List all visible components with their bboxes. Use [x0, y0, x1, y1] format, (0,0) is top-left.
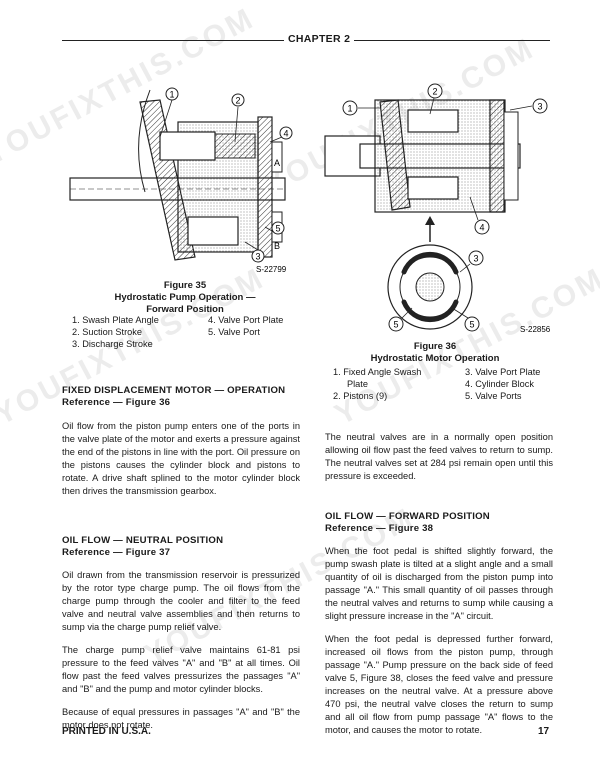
section-reference: Reference — Figure 38: [325, 523, 434, 534]
fig35-code: S-22799: [256, 265, 287, 274]
paragraph: When the foot pedal is shifted slightly …: [325, 546, 553, 621]
paragraph: Oil drawn from the transmission reservoi…: [62, 570, 300, 632]
chapter-title: CHAPTER 2: [284, 33, 355, 45]
section-heading: OIL FLOW — NEUTRAL POSITION: [62, 535, 224, 546]
fig35-callout-4: 4: [283, 129, 288, 139]
fig36-callout-5b: 5: [469, 320, 474, 330]
page-number: 17: [538, 726, 550, 737]
fig36-callout-5a: 5: [393, 320, 398, 330]
fig35-callout-1: 1: [169, 90, 174, 100]
paragraph: When the foot pedal is depressed further…: [325, 634, 553, 735]
paragraph: Because of equal pressures in passages "…: [62, 707, 300, 730]
figure-35-subtitle2: Forward Position: [146, 304, 224, 315]
figure-35-caption: Figure 35 Hydrostatic Pump Operation — F…: [80, 280, 290, 316]
section-motor-operation: FIXED DISPLACEMENT MOTOR — OPERATION Ref…: [62, 385, 300, 498]
figure-36-subtitle: Hydrostatic Motor Operation: [370, 353, 500, 364]
parts-item: Plate: [347, 379, 368, 389]
paragraph: The charge pump relief valve maintains 6…: [62, 645, 300, 694]
fig35-port-b: B: [274, 241, 280, 251]
fig35-callout-3: 3: [255, 252, 260, 262]
parts-item: 1. Swash Plate Angle: [72, 315, 159, 325]
fig36-code: S-22856: [520, 325, 551, 334]
fig36-callout-1: 1: [347, 104, 352, 114]
footer-printed: PRINTED IN U.S.A.: [62, 726, 151, 737]
parts-item: 2. Suction Stroke: [72, 327, 142, 337]
section-reference: Reference — Figure 37: [62, 547, 171, 558]
parts-item: 4. Cylinder Block: [465, 379, 534, 389]
fig35-callout-2: 2: [235, 96, 240, 106]
fig35-callout-5: 5: [275, 224, 280, 234]
parts-item: 5. Valve Ports: [465, 391, 522, 401]
parts-item: 5. Valve Port: [208, 327, 260, 337]
figure-36-title: Figure 36: [413, 341, 457, 352]
paragraph: The neutral valves are in a normally ope…: [325, 432, 553, 481]
figure-35-illustration: 1 2 4 A 5 B 3 S-22799: [60, 82, 310, 277]
section-neutral-position: OIL FLOW — NEUTRAL POSITION Reference — …: [62, 535, 300, 732]
parts-item: 4. Valve Port Plate: [208, 315, 284, 325]
fig35-port-a: A: [274, 158, 280, 168]
pump-diagram: 1 2 4 A 5 B 3 S-22799: [69, 87, 293, 274]
fig36-callout-3b: 3: [473, 254, 478, 264]
header-rule-left: [62, 40, 284, 41]
section-neutral-valves: The neutral valves are in a normally ope…: [325, 431, 553, 483]
figure-35-subtitle: Hydrostatic Pump Operation —: [114, 292, 256, 303]
figure-35-title: Figure 35: [163, 280, 207, 291]
motor-diagram: 1 2 3 4 3 5 5 S-22856: [324, 83, 551, 334]
fig36-callout-3: 3: [537, 102, 542, 112]
section-heading: OIL FLOW — FORWARD POSITION: [325, 511, 490, 522]
section-heading: FIXED DISPLACEMENT MOTOR — OPERATION: [62, 385, 286, 396]
parts-item: 2. Pistons (9): [333, 391, 388, 401]
paragraph: Oil flow from the piston pump enters one…: [62, 421, 300, 496]
figure-36-caption: Figure 36 Hydrostatic Motor Operation: [355, 341, 515, 365]
fig36-callout-2: 2: [432, 87, 437, 97]
parts-item: 3. Discharge Stroke: [72, 339, 153, 349]
header-rule-right: [340, 40, 550, 41]
parts-item: 3. Valve Port Plate: [465, 367, 541, 377]
section-forward-position: OIL FLOW — FORWARD POSITION Reference — …: [325, 511, 553, 737]
fig36-callout-4: 4: [479, 223, 484, 233]
parts-item: 1. Fixed Angle Swash: [333, 367, 422, 377]
section-reference: Reference — Figure 36: [62, 397, 171, 408]
figure-36-illustration: 1 2 3 4 3 5 5 S-22856: [320, 82, 560, 342]
